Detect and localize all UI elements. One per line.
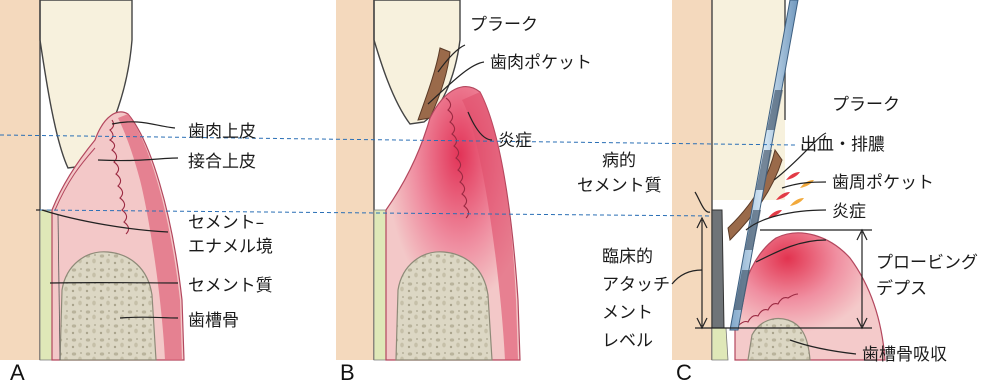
panel-letter-a: A <box>10 360 25 385</box>
label-cej-line1: セメント– <box>188 213 264 233</box>
panel-letter-b: B <box>340 360 355 385</box>
label-cal-line1: 臨床的 <box>602 247 653 267</box>
label-cal-line4: レベル <box>602 331 653 351</box>
label-cal-line2: アタッチ <box>602 275 670 295</box>
panel-letter-c: C <box>676 360 692 385</box>
tooth-root-a <box>0 0 40 360</box>
panel-a <box>0 0 184 360</box>
tooth-root-b <box>336 0 374 360</box>
cementum-c <box>712 328 728 360</box>
label-plaque-b: プラーク <box>470 15 538 35</box>
pathologic-cementum-c <box>712 210 724 328</box>
pus-drop-1 <box>800 180 814 188</box>
label-bone-resorption: 歯槽骨吸収 <box>862 345 947 365</box>
label-periodontal-pocket: 歯周ポケット <box>832 173 934 193</box>
label-probing-depth-line1: プロービング <box>876 253 978 273</box>
tooth-root-c <box>672 0 712 360</box>
label-cej-line2: エナメル境 <box>188 237 273 257</box>
label-gingival-pocket: 歯肉ポケット <box>490 53 592 73</box>
label-pathologic-cementum-line1: 病的 <box>602 151 636 171</box>
label-plaque-c: プラーク <box>832 95 900 115</box>
label-alveolar-bone: 歯槽骨 <box>188 311 239 331</box>
label-cal-line3: メント <box>602 303 653 323</box>
bleeding-drop-1 <box>786 172 800 180</box>
label-bleeding-suppuration: 出血・排膿 <box>800 135 885 155</box>
label-junctional-epithelium: 接合上皮 <box>188 152 256 172</box>
label-inflammation-c: 炎症 <box>832 202 866 222</box>
pus-drop-2 <box>790 198 804 206</box>
label-inflammation-b: 炎症 <box>498 131 532 151</box>
label-cementum: セメント質 <box>188 276 273 296</box>
label-gingival-epithelium: 歯肉上皮 <box>188 122 256 142</box>
label-pathologic-cementum-line2: セメント質 <box>577 176 662 196</box>
label-probing-depth-line2: デプス <box>876 278 927 299</box>
